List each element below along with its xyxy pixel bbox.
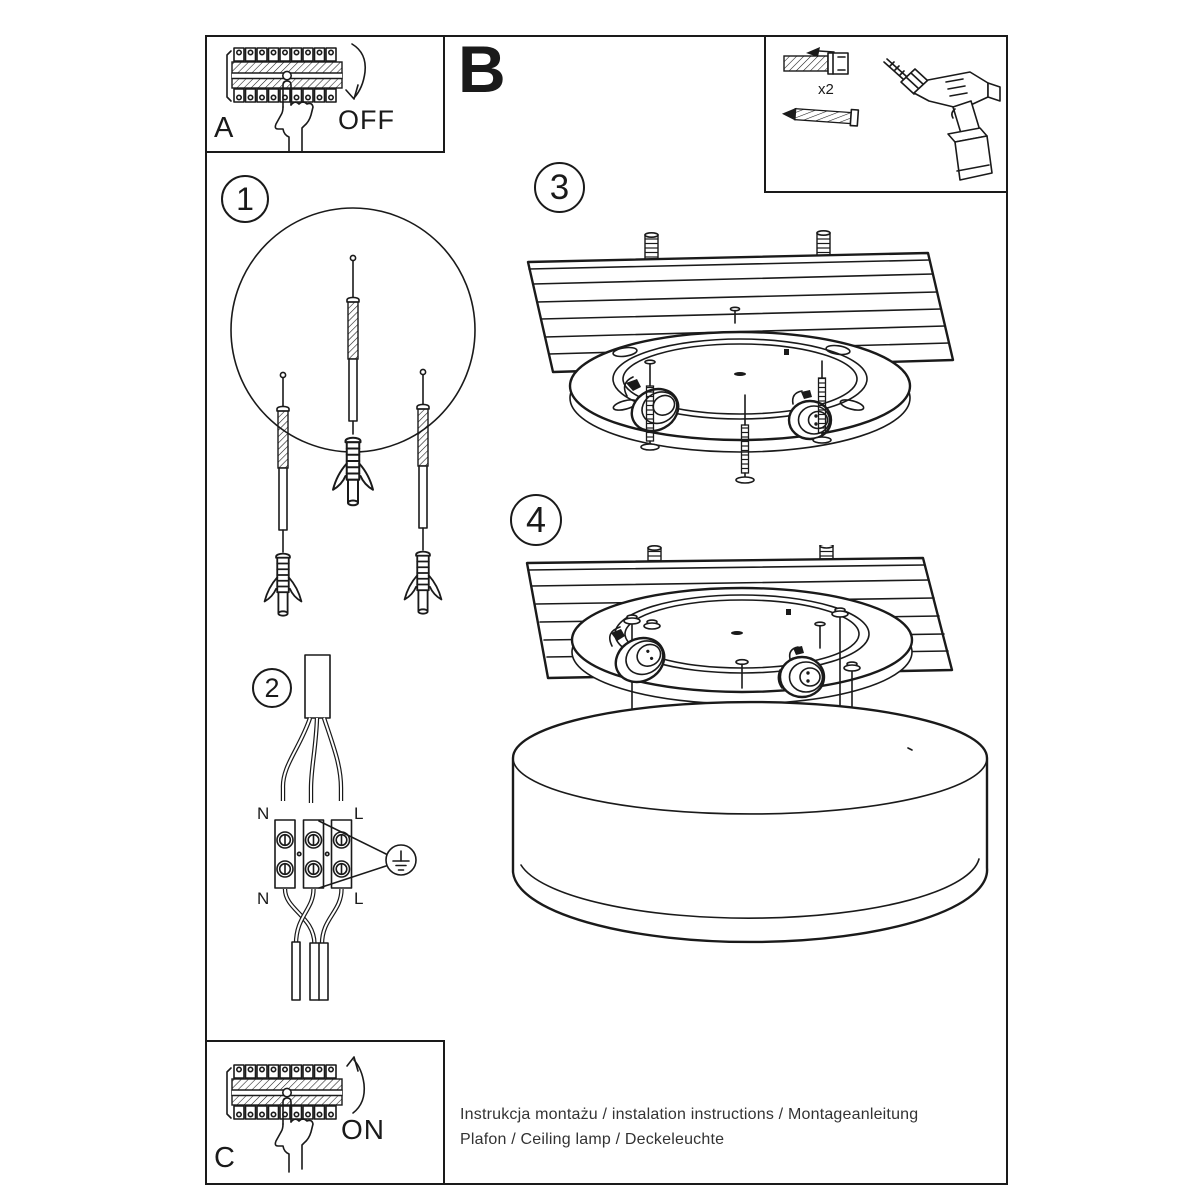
footer-title-line: Instrukcja montażu / instalation instruc… bbox=[460, 1106, 919, 1123]
anchor-assembly-left bbox=[263, 371, 303, 617]
panel-a-label: A bbox=[214, 112, 234, 144]
footer-product-line: Plafon / Ceiling lamp / Deckeleuchte bbox=[460, 1131, 725, 1148]
terminal-l-bottom-label: L bbox=[354, 889, 364, 908]
step-4-illustration bbox=[511, 545, 989, 944]
lamp-socket-left bbox=[614, 636, 666, 684]
wall-anchor-icon bbox=[783, 47, 849, 75]
pointing-hand-icon bbox=[274, 1097, 314, 1173]
mains-cable bbox=[280, 654, 344, 803]
breaker-on-illustration bbox=[226, 1056, 366, 1173]
circuit-breaker-icon bbox=[226, 47, 343, 103]
terminal-n-top-label: N bbox=[257, 804, 270, 823]
main-frame bbox=[205, 35, 1008, 1185]
terminal-l-top-label: L bbox=[354, 804, 364, 823]
step-3-illustration bbox=[526, 229, 955, 484]
arrow-up-icon bbox=[346, 1056, 366, 1114]
pointing-hand-icon bbox=[274, 80, 314, 151]
step-4-number: 4 bbox=[525, 499, 547, 540]
lamp-wires bbox=[282, 888, 344, 1001]
ceiling-studs bbox=[647, 545, 834, 564]
anchor-assembly-right bbox=[403, 368, 443, 615]
step-2-badge: 2 bbox=[252, 668, 292, 708]
off-label: OFF bbox=[338, 105, 395, 135]
circuit-breaker-icon bbox=[226, 1064, 343, 1120]
screw-icon bbox=[781, 107, 860, 127]
ground-symbol-icon bbox=[318, 820, 417, 889]
breaker-off-illustration bbox=[226, 43, 367, 151]
step-2-wiring-illustration bbox=[274, 654, 417, 1001]
terminal-n-bottom-label: N bbox=[257, 889, 270, 908]
anchor-count-label: x2 bbox=[818, 81, 834, 98]
anchor-assembly-center bbox=[332, 254, 374, 507]
terminal-block bbox=[274, 819, 353, 889]
panel-c-label: C bbox=[214, 1142, 235, 1174]
step-3-badge: 3 bbox=[534, 162, 585, 213]
step-4-badge: 4 bbox=[510, 494, 562, 546]
drum-shade bbox=[511, 700, 989, 944]
section-b-label: B bbox=[458, 32, 506, 106]
step-2-number: 2 bbox=[264, 672, 280, 703]
drill-icon bbox=[883, 58, 1001, 181]
step-1-number: 1 bbox=[236, 180, 254, 217]
mounting-screws-up bbox=[640, 359, 832, 484]
arrow-down-icon bbox=[345, 43, 367, 100]
step-1-illustration bbox=[230, 207, 476, 617]
lamp-socket-right bbox=[777, 646, 826, 699]
step-1-badge: 1 bbox=[221, 175, 269, 223]
step-3-number: 3 bbox=[549, 167, 570, 207]
shade-screws bbox=[623, 607, 861, 712]
on-label: ON bbox=[341, 1114, 385, 1145]
tools-illustration bbox=[781, 47, 1001, 181]
